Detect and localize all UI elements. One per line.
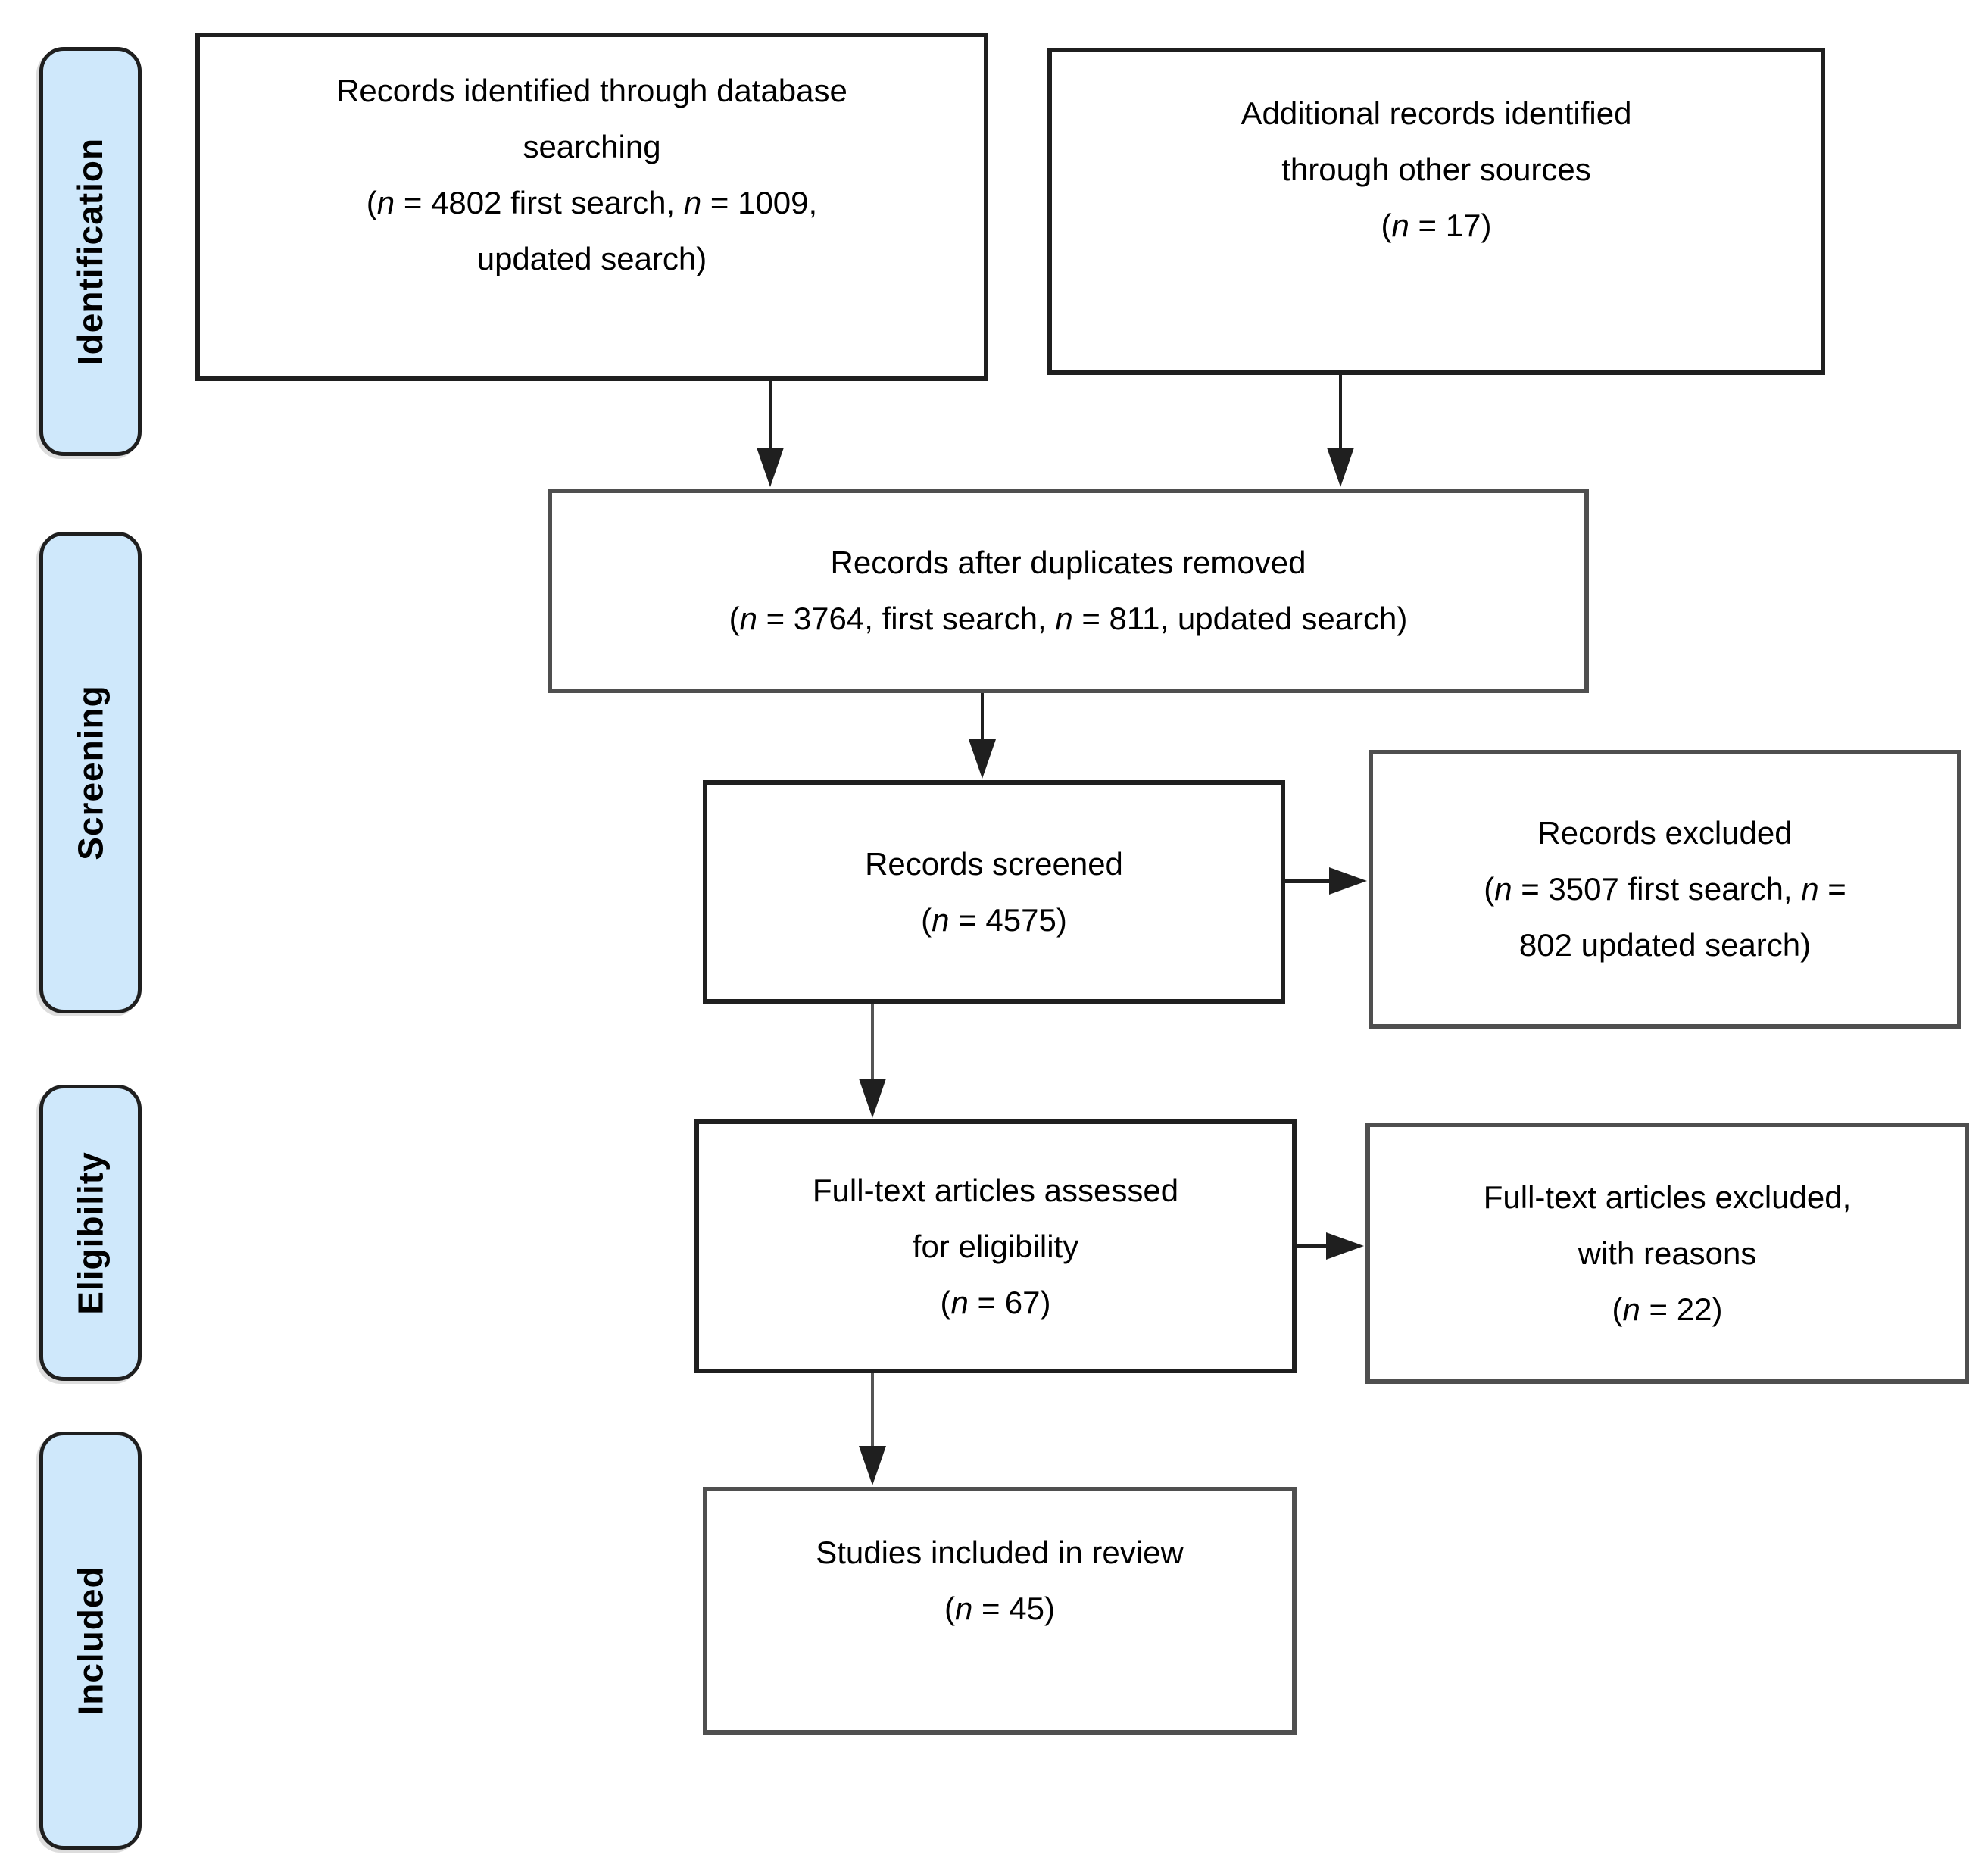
stage-label-included: Included	[39, 1432, 142, 1850]
arrow-line	[1297, 1244, 1326, 1248]
box-records-excluded-text: Records excluded(n = 3507 first search, …	[1484, 815, 1846, 963]
arrow-line	[871, 1373, 874, 1446]
stage-label-screening: Screening	[39, 532, 142, 1013]
stage-label-included-text: Included	[70, 1566, 111, 1716]
arrow-identified-to-duplicates	[757, 381, 784, 487]
arrowhead-right-icon	[1326, 1232, 1364, 1260]
box-fulltext-excluded: Full-text articles excluded,with reasons…	[1365, 1123, 1969, 1384]
arrow-screened-to-fulltext	[859, 1004, 886, 1118]
arrow-additional-to-duplicates	[1327, 375, 1354, 487]
stage-label-identification-text: Identification	[70, 137, 111, 366]
box-records-screened-text: Records screened(n = 4575)	[865, 845, 1123, 938]
stage-label-eligibility: Eligibility	[39, 1085, 142, 1381]
arrow-line	[1285, 879, 1329, 883]
box-duplicates-removed: Records after duplicates removed(n = 376…	[548, 489, 1589, 693]
arrow-screened-to-excluded	[1285, 867, 1367, 895]
arrow-line	[981, 693, 984, 739]
box-duplicates-removed-text: Records after duplicates removed(n = 376…	[729, 545, 1408, 636]
box-records-screened: Records screened(n = 4575)	[703, 780, 1285, 1004]
arrow-line	[1339, 375, 1342, 448]
arrow-duplicates-to-screened	[969, 693, 996, 779]
arrow-line	[871, 1004, 874, 1079]
arrow-fulltext-to-included	[859, 1373, 886, 1485]
arrow-line	[769, 381, 772, 448]
arrowhead-down-icon	[969, 739, 996, 779]
box-studies-included-text: Studies included in review(n = 45)	[816, 1535, 1184, 1626]
arrowhead-down-icon	[859, 1079, 886, 1118]
arrowhead-down-icon	[859, 1446, 886, 1485]
stage-label-screening-text: Screening	[70, 685, 111, 860]
arrowhead-down-icon	[1327, 448, 1354, 487]
box-fulltext-excluded-text: Full-text articles excluded,with reasons…	[1483, 1179, 1852, 1327]
arrow-fulltext-to-excluded	[1297, 1232, 1364, 1260]
arrowhead-down-icon	[757, 448, 784, 487]
stage-label-eligibility-text: Eligibility	[70, 1151, 111, 1315]
stage-label-identification: Identification	[39, 47, 142, 456]
box-records-excluded: Records excluded(n = 3507 first search, …	[1369, 750, 1961, 1029]
arrowhead-right-icon	[1329, 867, 1367, 895]
box-studies-included: Studies included in review(n = 45)	[703, 1487, 1297, 1735]
